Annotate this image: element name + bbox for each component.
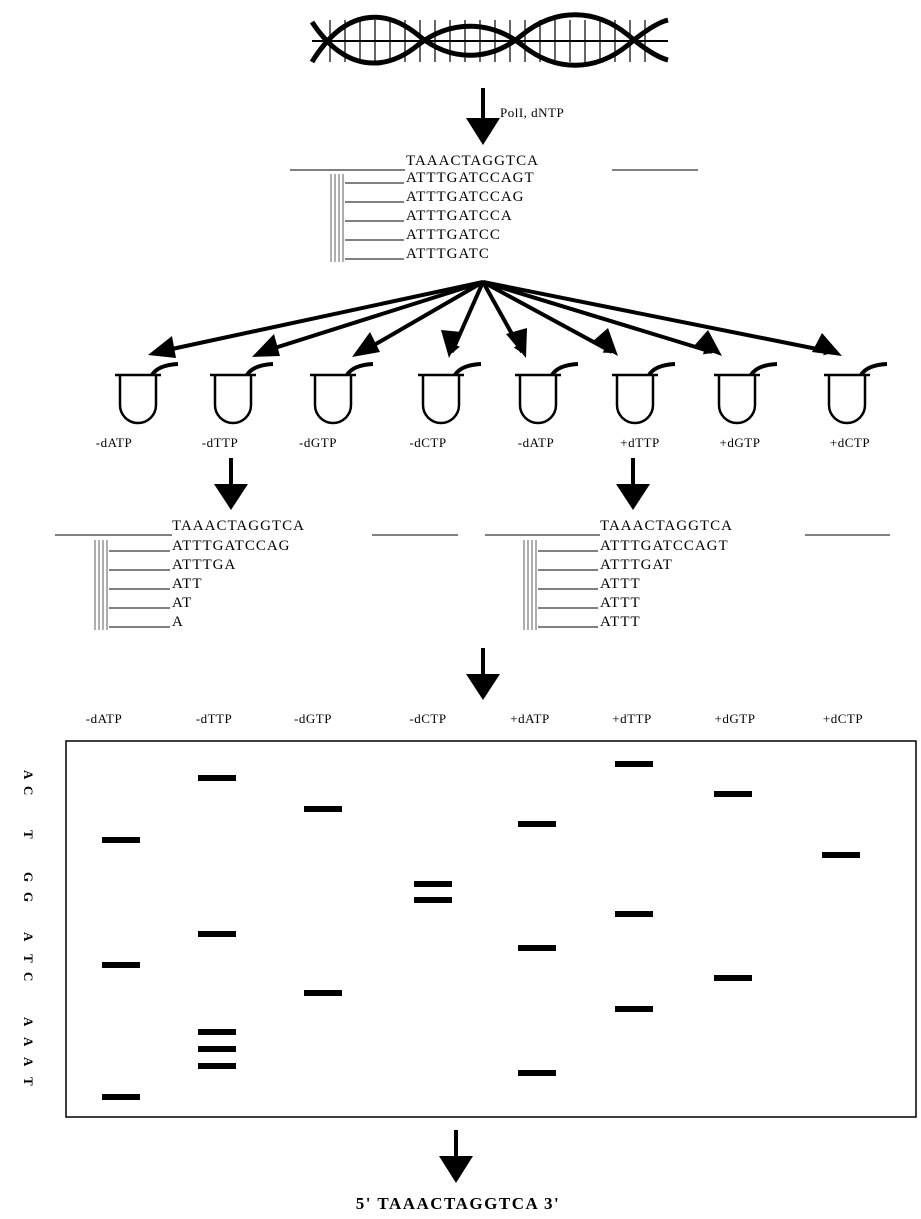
arrow-down-icon — [214, 458, 248, 510]
gel-band — [102, 837, 140, 843]
extension-product: ATTT — [600, 614, 641, 630]
extension-product: ATTTGATCCAG — [172, 538, 291, 554]
extension-product: ATTTGATCCAGT — [600, 538, 729, 554]
lane-label: -dATP — [86, 711, 122, 726]
tube-label: +dCTP — [830, 435, 870, 450]
dna-helix-icon — [309, 12, 669, 68]
extension-product: ATTTGAT — [600, 557, 673, 573]
tube-label: -dATP — [96, 435, 132, 450]
lane-label: +dTTP — [612, 711, 651, 726]
lane-label: +dGTP — [715, 711, 756, 726]
sequence-letter: A — [21, 1037, 36, 1047]
sequence-letter: C — [21, 972, 36, 981]
gel-lane-labels: -dATP -dTTP -dGTP -dCTP +dATP +dTTP +dGT… — [86, 711, 863, 726]
arrow-down-icon — [466, 648, 500, 700]
right-example: TAAACTAGGTCA ATTTGATCCAGT ATTTGAT ATTT A… — [485, 518, 890, 630]
sequence-letter: A — [21, 1017, 36, 1027]
extension-product: A — [172, 614, 184, 630]
tube-icon — [824, 362, 888, 425]
extension-product: ATTT — [600, 595, 641, 611]
side-sequence-letters: A C T G G A T C A A A T — [21, 770, 36, 1086]
tube-icon — [515, 362, 579, 425]
sequence-letter: C — [21, 786, 36, 795]
primer-product: ATTTGATCC — [406, 227, 501, 243]
left-example: TAAACTAGGTCA ATTTGATCCAG ATTTGA ATT AT A — [55, 518, 458, 630]
tube-labels: -dATP -dTTP -dGTP -dCTP -dATP +dTTP +dGT… — [96, 435, 870, 450]
tube-icon — [210, 362, 274, 425]
tube-label: +dTTP — [620, 435, 659, 450]
reaction-tubes — [115, 362, 888, 425]
gel-band — [198, 931, 236, 937]
sequence-letter: G — [21, 872, 36, 882]
primer-product: ATTTGATC — [406, 246, 490, 262]
sequence-letter: G — [21, 892, 36, 902]
gel-band — [198, 1063, 236, 1069]
lane-label: -dTTP — [196, 711, 232, 726]
tube-icon — [115, 362, 179, 425]
extension-product: ATT — [172, 576, 203, 592]
lane-label: -dGTP — [294, 711, 332, 726]
gel-band — [615, 911, 653, 917]
gel-band — [198, 1046, 236, 1052]
gel-band — [615, 761, 653, 767]
lane-label: -dCTP — [409, 711, 446, 726]
lane-label: +dCTP — [823, 711, 863, 726]
final-sequence: 5' TAAACTAGGTCA 3' — [356, 1194, 561, 1213]
gel-band — [414, 881, 452, 887]
arrow-down-icon — [466, 88, 500, 145]
arrow-down-icon — [439, 1130, 473, 1183]
sequence-letter: T — [21, 1077, 36, 1086]
primer-product: ATTTGATCCAG — [406, 189, 525, 205]
sequence-letter: T — [21, 830, 36, 839]
tube-icon — [310, 362, 374, 425]
tube-icon — [418, 362, 482, 425]
gel-band — [304, 806, 342, 812]
extension-product: ATTT — [600, 576, 641, 592]
sequence-letter: A — [21, 770, 36, 780]
lane-label: +dATP — [510, 711, 549, 726]
tube-label: -dGTP — [299, 435, 337, 450]
extension-product: ATTTGA — [172, 557, 236, 573]
template-strand: TAAACTAGGTCA — [600, 518, 733, 534]
gel-band — [414, 897, 452, 903]
template-strand: TAAACTAGGTCA — [406, 153, 539, 169]
tube-label: -dATP — [518, 435, 554, 450]
distribution-arrowheads — [148, 328, 842, 358]
sequence-letter: T — [21, 954, 36, 963]
sequence-letter: A — [21, 1057, 36, 1067]
gel-band — [518, 945, 556, 951]
extension-product: AT — [172, 595, 192, 611]
gel-band — [518, 821, 556, 827]
tube-label: +dGTP — [720, 435, 761, 450]
gel-band — [518, 1070, 556, 1076]
gel-bands — [102, 761, 860, 1100]
gel-band — [822, 852, 860, 858]
gel-band — [714, 791, 752, 797]
gel-band — [198, 775, 236, 781]
tube-label: -dTTP — [202, 435, 238, 450]
tube-icon — [714, 362, 778, 425]
primer-product: ATTTGATCCAGT — [406, 170, 535, 186]
gel-band — [102, 1094, 140, 1100]
gel-band — [615, 1006, 653, 1012]
distribution-arrows — [156, 280, 834, 356]
primer-product: ATTTGATCCA — [406, 208, 513, 224]
gel-band — [304, 990, 342, 996]
tube-icon — [612, 362, 676, 425]
gel-band — [198, 1029, 236, 1035]
tube-label: -dCTP — [409, 435, 446, 450]
template-strand: TAAACTAGGTCA — [172, 518, 305, 534]
arrow-down-icon — [616, 458, 650, 510]
primer-extension-main: TAAACTAGGTCA ATTTGATCCAGT ATTTGATCCAG AT… — [290, 153, 698, 262]
enzyme-label: PolI, dNTP — [500, 105, 564, 120]
sequence-letter: A — [21, 932, 36, 942]
gel-frame — [65, 740, 917, 1118]
gel-band — [714, 975, 752, 981]
gel-band — [102, 962, 140, 968]
